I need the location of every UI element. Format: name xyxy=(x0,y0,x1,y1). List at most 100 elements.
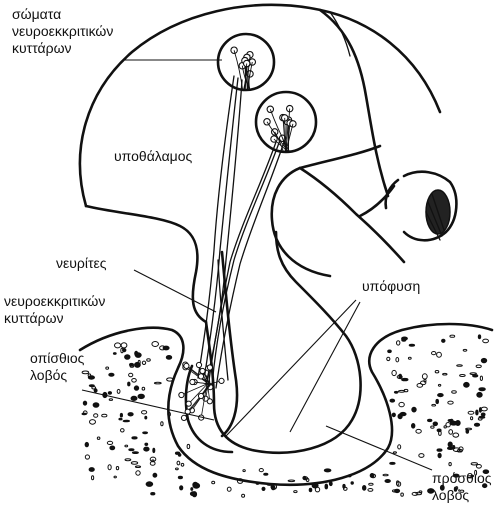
bone-dot xyxy=(448,447,454,449)
bone-dot xyxy=(125,355,130,360)
label-posterior-line-2: λοβός xyxy=(30,367,84,384)
label-cell-bodies-line-2: νευροεκκριτικών xyxy=(12,23,113,40)
bone-dot xyxy=(399,374,402,378)
bone-dot xyxy=(392,413,395,417)
bone-dot xyxy=(481,358,486,362)
bone-dot xyxy=(131,396,137,400)
bone-dot xyxy=(135,362,141,367)
bone-dot xyxy=(132,452,138,454)
bone-dot xyxy=(108,392,111,395)
bone-dot xyxy=(329,482,332,486)
bone-dot xyxy=(94,389,97,392)
axon-terminal xyxy=(198,374,203,379)
bone-dot xyxy=(363,486,366,491)
leader-axons xyxy=(134,270,216,312)
bone-dot xyxy=(481,413,485,416)
label-pituitary: υπόφυση xyxy=(362,278,420,295)
bone-dot xyxy=(288,480,295,482)
bone-dot xyxy=(163,346,169,350)
bone-dot xyxy=(144,447,149,451)
bone-dot xyxy=(132,437,137,439)
bone-dot xyxy=(187,444,190,448)
bone-dot xyxy=(428,419,432,421)
bone-dot xyxy=(88,376,94,379)
bone-dot xyxy=(395,489,400,492)
bone-dot xyxy=(438,453,441,458)
label-cell-bodies-line-1: σώματα xyxy=(12,6,113,23)
label-anterior-line-1: πρόσθιος xyxy=(432,470,491,487)
bone-dot xyxy=(178,476,182,478)
bone-dot xyxy=(135,351,138,355)
axon-terminal xyxy=(219,378,224,383)
bone-dot xyxy=(262,487,265,490)
label-axons-cells: νευροεκκριτικών κυττάρων xyxy=(4,293,105,327)
bone-dot xyxy=(479,408,481,413)
axon-terminal xyxy=(179,392,184,397)
bone-dot xyxy=(479,416,485,418)
bone-dot xyxy=(402,337,408,340)
bone-dot xyxy=(390,399,395,402)
bone-dot xyxy=(390,462,395,464)
bone-dot xyxy=(436,399,439,403)
label-anterior-lobe: πρόσθιος λοβός xyxy=(432,470,491,504)
bone-dot xyxy=(113,353,116,355)
bone-dot xyxy=(412,424,415,429)
nucleus-lower xyxy=(256,92,316,152)
bone-dot xyxy=(109,373,114,376)
bone-dot xyxy=(83,401,86,405)
bone-dot xyxy=(193,483,200,488)
bone-dot xyxy=(180,486,183,490)
bone-dot xyxy=(477,392,482,397)
bone-dot xyxy=(110,446,115,450)
bone-dot xyxy=(89,385,94,387)
bone-dot xyxy=(388,350,392,353)
bone-dot xyxy=(433,422,437,426)
label-axons-line-1: νευρίτες xyxy=(56,255,107,272)
bone-dot xyxy=(473,375,478,377)
bone-dot xyxy=(123,420,129,422)
bone-dot xyxy=(190,492,195,496)
bone-dot xyxy=(474,423,479,426)
bone-dot xyxy=(191,488,193,491)
label-posterior-line-1: οπίσθιος xyxy=(30,350,84,367)
bone-region xyxy=(78,324,492,500)
bone-dot xyxy=(120,413,122,417)
bone-dot xyxy=(402,378,408,380)
label-anterior-line-2: λοβός xyxy=(432,487,491,504)
axon-terminal xyxy=(198,393,203,398)
bone-dot xyxy=(128,382,130,386)
bone-dot xyxy=(456,421,461,426)
bone-dot xyxy=(146,482,153,487)
label-axons-line-3: κυττάρων xyxy=(4,310,105,327)
axon-terminal xyxy=(184,363,189,368)
bone-dot xyxy=(448,442,452,447)
bone-dot xyxy=(309,488,312,491)
bone-dot xyxy=(479,388,485,391)
bone-dot xyxy=(153,448,155,452)
label-cell-bodies-line-3: κυττάρων xyxy=(12,40,113,57)
bone-dot xyxy=(324,469,331,472)
bone-dot xyxy=(464,382,470,387)
bone-dot xyxy=(85,442,88,446)
bone-dot xyxy=(145,443,148,445)
nucleus-upper xyxy=(218,34,274,90)
bone-dot xyxy=(119,418,122,420)
bone-dot xyxy=(143,432,148,434)
axon-terminal xyxy=(207,365,212,370)
bone-dot xyxy=(478,335,480,339)
bone-dot xyxy=(343,484,345,488)
bone-dot xyxy=(93,403,99,408)
leader-pituitary-1 xyxy=(226,300,356,436)
axon-terminal xyxy=(200,368,205,373)
bone-dot xyxy=(476,410,478,415)
bone-dot xyxy=(175,452,179,454)
axon-bundle xyxy=(179,76,284,421)
bone-dot xyxy=(153,473,157,477)
bone-dot xyxy=(138,394,144,398)
bone-dot xyxy=(400,412,406,415)
bone-dot xyxy=(151,493,155,495)
bone-dot xyxy=(145,416,147,419)
axon-terminal xyxy=(196,362,201,367)
leader-pituitary-2 xyxy=(290,302,360,432)
